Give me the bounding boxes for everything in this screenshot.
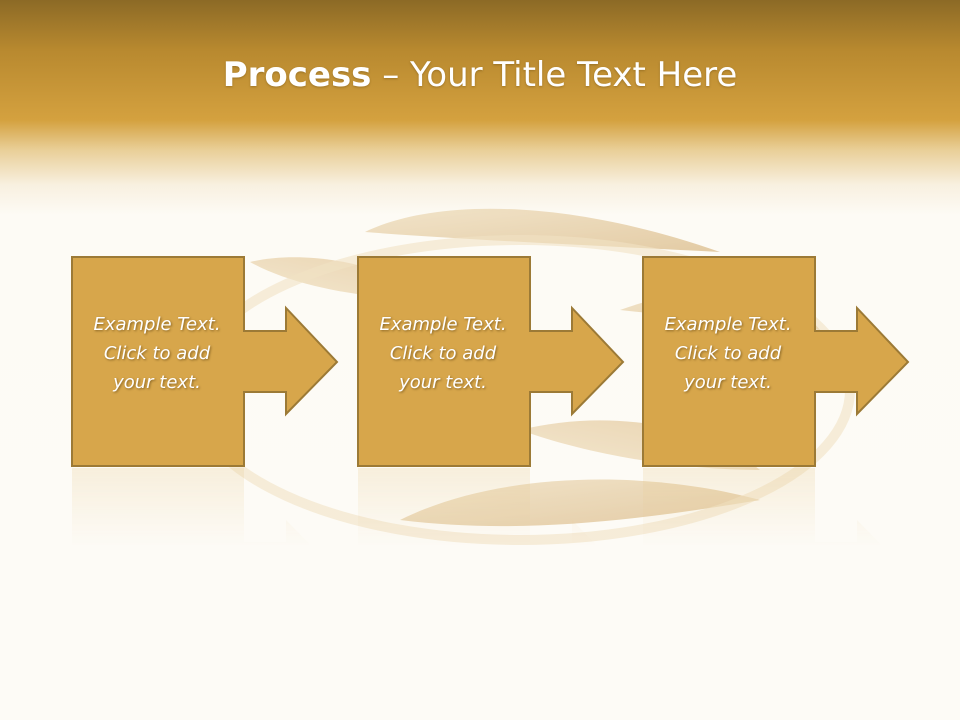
process-step-1[interactable]: Example Text. Click to add your text. [71, 256, 343, 468]
step-text-line: your text. [684, 371, 772, 393]
step-shape-2 [357, 256, 625, 467]
step-text-line: Example Text. [379, 313, 507, 335]
step-text-1[interactable]: Example Text. Click to add your text. [71, 256, 243, 466]
step-text-line: Click to add [103, 342, 211, 364]
right-arrow-icon [529, 305, 625, 417]
right-arrow-icon [243, 305, 339, 417]
title-rest: – Your Title Text Here [371, 55, 738, 95]
step-text-line: Example Text. [664, 313, 792, 335]
step-text-3[interactable]: Example Text. Click to add your text. [642, 256, 814, 466]
step-reflection-2 [358, 468, 598, 546]
process-step-2[interactable]: Example Text. Click to add your text. [357, 256, 629, 468]
step-text-2[interactable]: Example Text. Click to add your text. [357, 256, 529, 466]
step-text-line: Click to add [389, 342, 497, 364]
step-shape-1 [71, 256, 339, 467]
right-arrow-icon [814, 305, 910, 417]
process-step-3[interactable]: Example Text. Click to add your text. [642, 256, 914, 468]
step-reflection-1 [72, 468, 312, 546]
slide-title[interactable]: Process – Your Title Text Here [0, 52, 960, 98]
step-reflection-3 [643, 468, 883, 546]
title-bold: Process [222, 55, 372, 95]
step-text-line: your text. [399, 371, 487, 393]
step-text-line: Example Text. [93, 313, 221, 335]
step-text-line: your text. [113, 371, 201, 393]
step-text-line: Click to add [674, 342, 782, 364]
step-shape-3 [642, 256, 910, 467]
